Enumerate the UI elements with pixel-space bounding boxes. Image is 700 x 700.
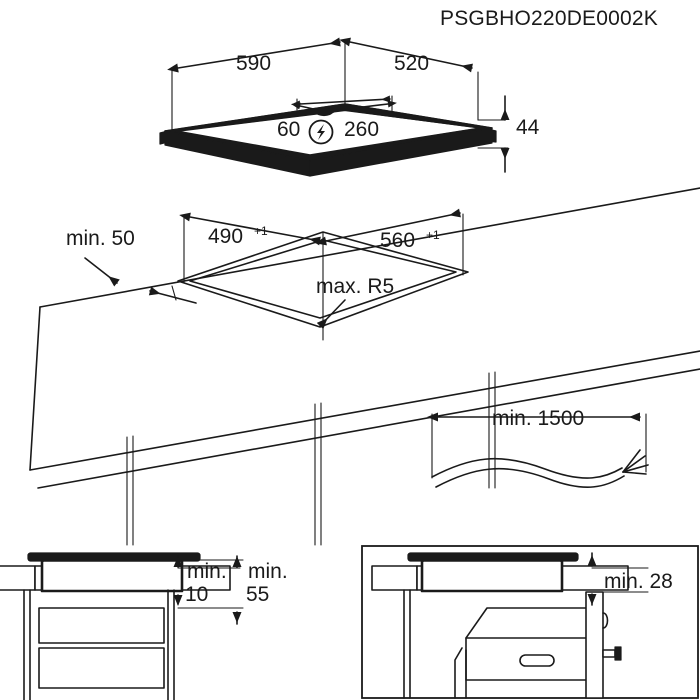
installation-over-oven-section: min. 28 xyxy=(361,545,699,699)
panel-border xyxy=(361,545,699,699)
corner-radius-label: max. R5 xyxy=(316,275,394,298)
oven-handle-icon xyxy=(519,654,555,667)
cable-length-label: min. 1500 xyxy=(492,407,584,430)
hob-depth-label: 520 xyxy=(394,52,429,75)
cutout-width-tolerance-label: +1 xyxy=(426,228,440,242)
hob-isometric-view: 590 520 60 260 xyxy=(159,37,540,177)
connection-offset-right-label: 260 xyxy=(344,118,379,141)
electrical-connection-icon xyxy=(308,119,334,145)
hob-width-label: 590 xyxy=(236,52,271,75)
gap-label-min-10-prefix: min. xyxy=(187,560,227,583)
connection-point-marker xyxy=(315,107,333,117)
depth-label-min-55-prefix: min. xyxy=(248,560,288,583)
worktop-cutout-view: 490 +1 560 +1 min. 50 max. R5 xyxy=(29,187,700,546)
oven-clearance-label: min. 28 xyxy=(604,570,673,593)
rear-clearance-label: min. 50 xyxy=(66,227,135,250)
drawing-title: PSGBHO220DE0002K xyxy=(440,7,658,30)
depth-value-min-55: 55 xyxy=(246,583,269,606)
installation-over-drawers-section: min. 10 min. 55 xyxy=(0,552,288,700)
mains-cable-view: min. 1500 xyxy=(427,407,649,488)
connection-offset-left-label: 60 xyxy=(277,118,300,141)
cutout-width-label: 560 xyxy=(380,229,415,252)
gap-value-min-10: 10 xyxy=(185,583,208,606)
cutout-depth-tolerance-label: +1 xyxy=(254,224,268,238)
cutout-depth-label: 490 xyxy=(208,225,243,248)
hob-height-label: 44 xyxy=(516,116,540,139)
